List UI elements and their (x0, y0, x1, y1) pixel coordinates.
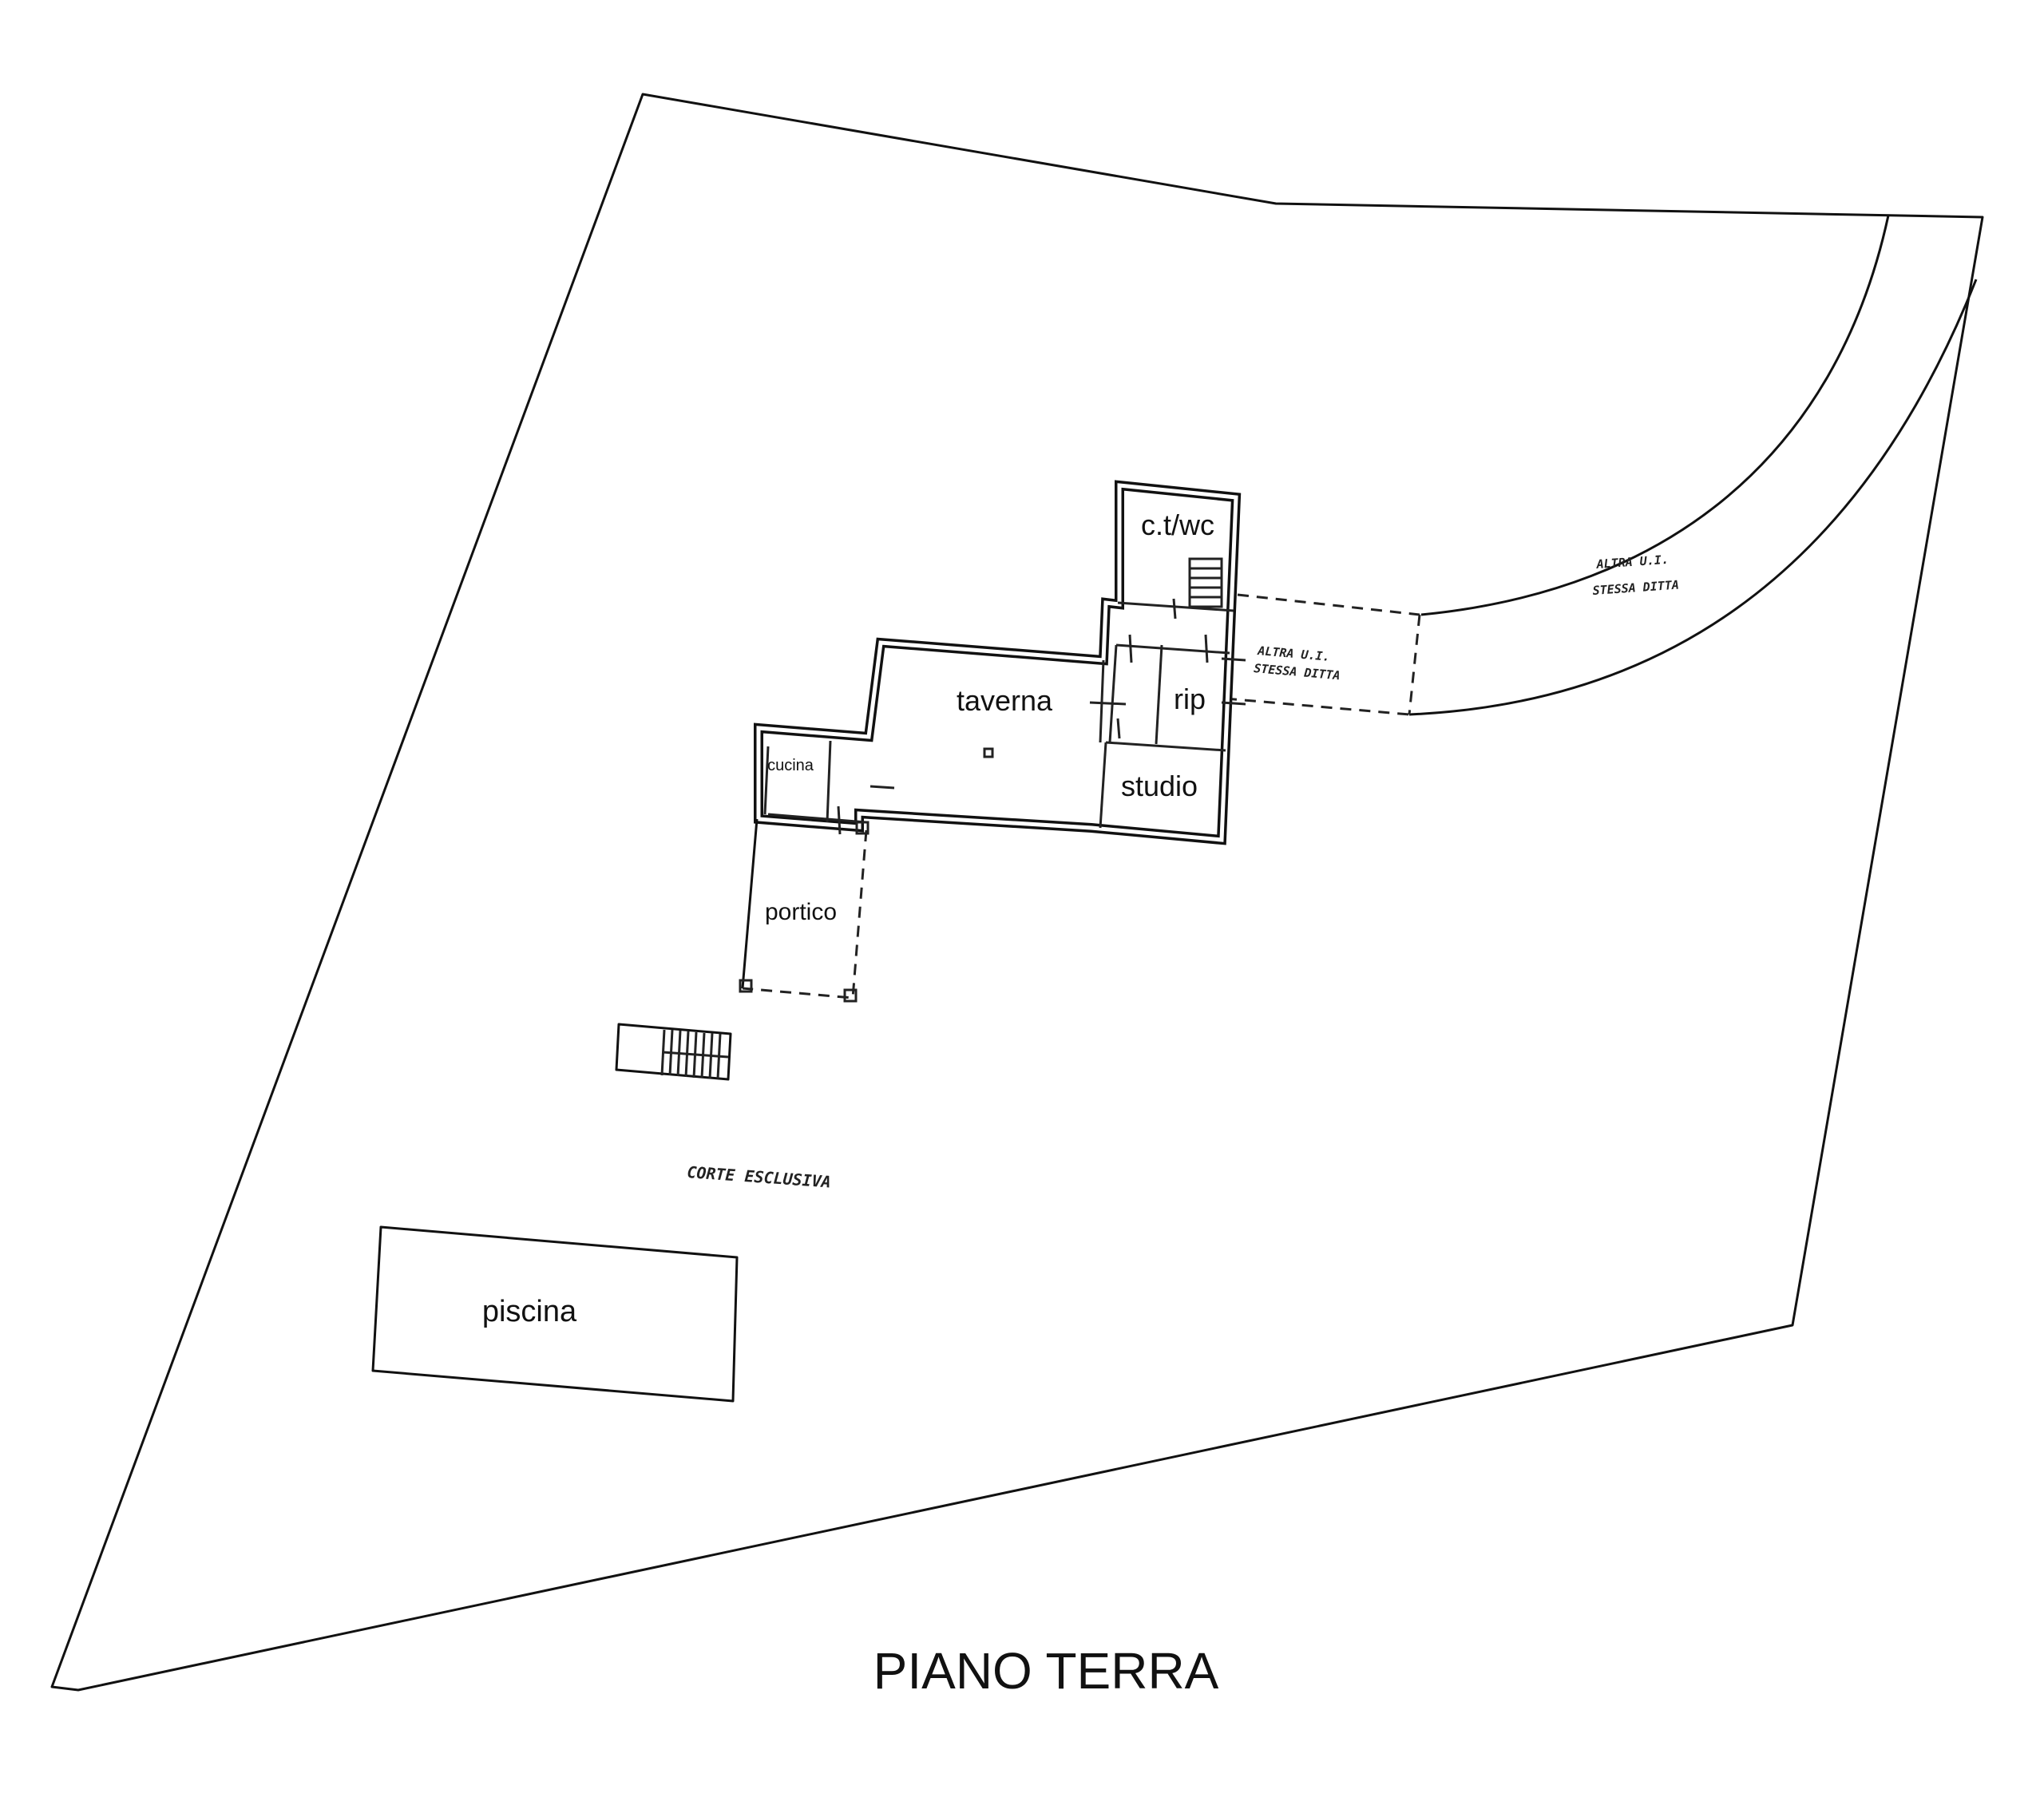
door-mark (1221, 657, 1246, 662)
annotation-altra-ui-1-line2: STESSA DITTA (1254, 661, 1341, 683)
room-label-portico: portico (765, 899, 837, 925)
pool-outline (371, 1225, 739, 1403)
room-label-cucina: cucina (767, 757, 814, 774)
door-mark (869, 785, 895, 790)
column-marker (983, 747, 994, 758)
door-mark (1128, 634, 1133, 663)
annotation-altra-ui-2-line1: ALTRA U.I. (1595, 552, 1669, 572)
annotation-altra-ui-2-line2: STESSA DITTA (1592, 577, 1679, 598)
door-mark (1221, 701, 1246, 706)
partition-rip-left (1155, 644, 1163, 745)
portico-column (855, 821, 869, 835)
adjacent-unit-outline-bottom (1225, 697, 1410, 716)
partition-kitchen-right (826, 740, 832, 823)
portico-column (843, 988, 858, 1003)
partition-studio-left (1099, 742, 1107, 829)
plan-title: PIANO TERRA (873, 1642, 1219, 1700)
external-stair (615, 1023, 732, 1081)
partition-studio-top (1105, 741, 1226, 752)
adjacent-unit-outline (1237, 593, 1420, 616)
driveway-inner-curve (1408, 279, 1978, 716)
partition-kitchen-inner (763, 746, 770, 815)
partition-ctwc-bottom (1117, 601, 1234, 612)
door-mark (1116, 718, 1121, 739)
building-walls-inner-line (756, 483, 1238, 842)
door-mark (1172, 598, 1177, 619)
door-mark (1089, 701, 1127, 706)
room-label-taverna: taverna (957, 684, 1053, 717)
partition-corridor (1108, 644, 1118, 743)
driveway-end-line (1408, 614, 1421, 715)
door-mark (1204, 634, 1209, 663)
partition-rip-top (1115, 643, 1230, 655)
partition-taverna-right (1099, 659, 1105, 743)
partition-kitchen-bottom (767, 813, 867, 824)
room-label-rip: rip (1174, 683, 1206, 715)
room-label-ct-wc: c.t/wc (1141, 509, 1214, 541)
door-mark (837, 806, 842, 835)
portico-column (739, 979, 753, 993)
property-boundary (50, 93, 1984, 1692)
room-label-piscina: piscina (482, 1295, 577, 1328)
annotation-corte-esclusiva: CORTE ESCLUSIVA (687, 1162, 832, 1192)
portico-wall (741, 818, 759, 989)
annotation-altra-ui-1-line1: ALTRA U.I. (1257, 643, 1331, 664)
room-label-studio: studio (1121, 770, 1198, 802)
stair-ctwc (1188, 557, 1223, 608)
driveway-outer-curve (1420, 215, 1890, 616)
